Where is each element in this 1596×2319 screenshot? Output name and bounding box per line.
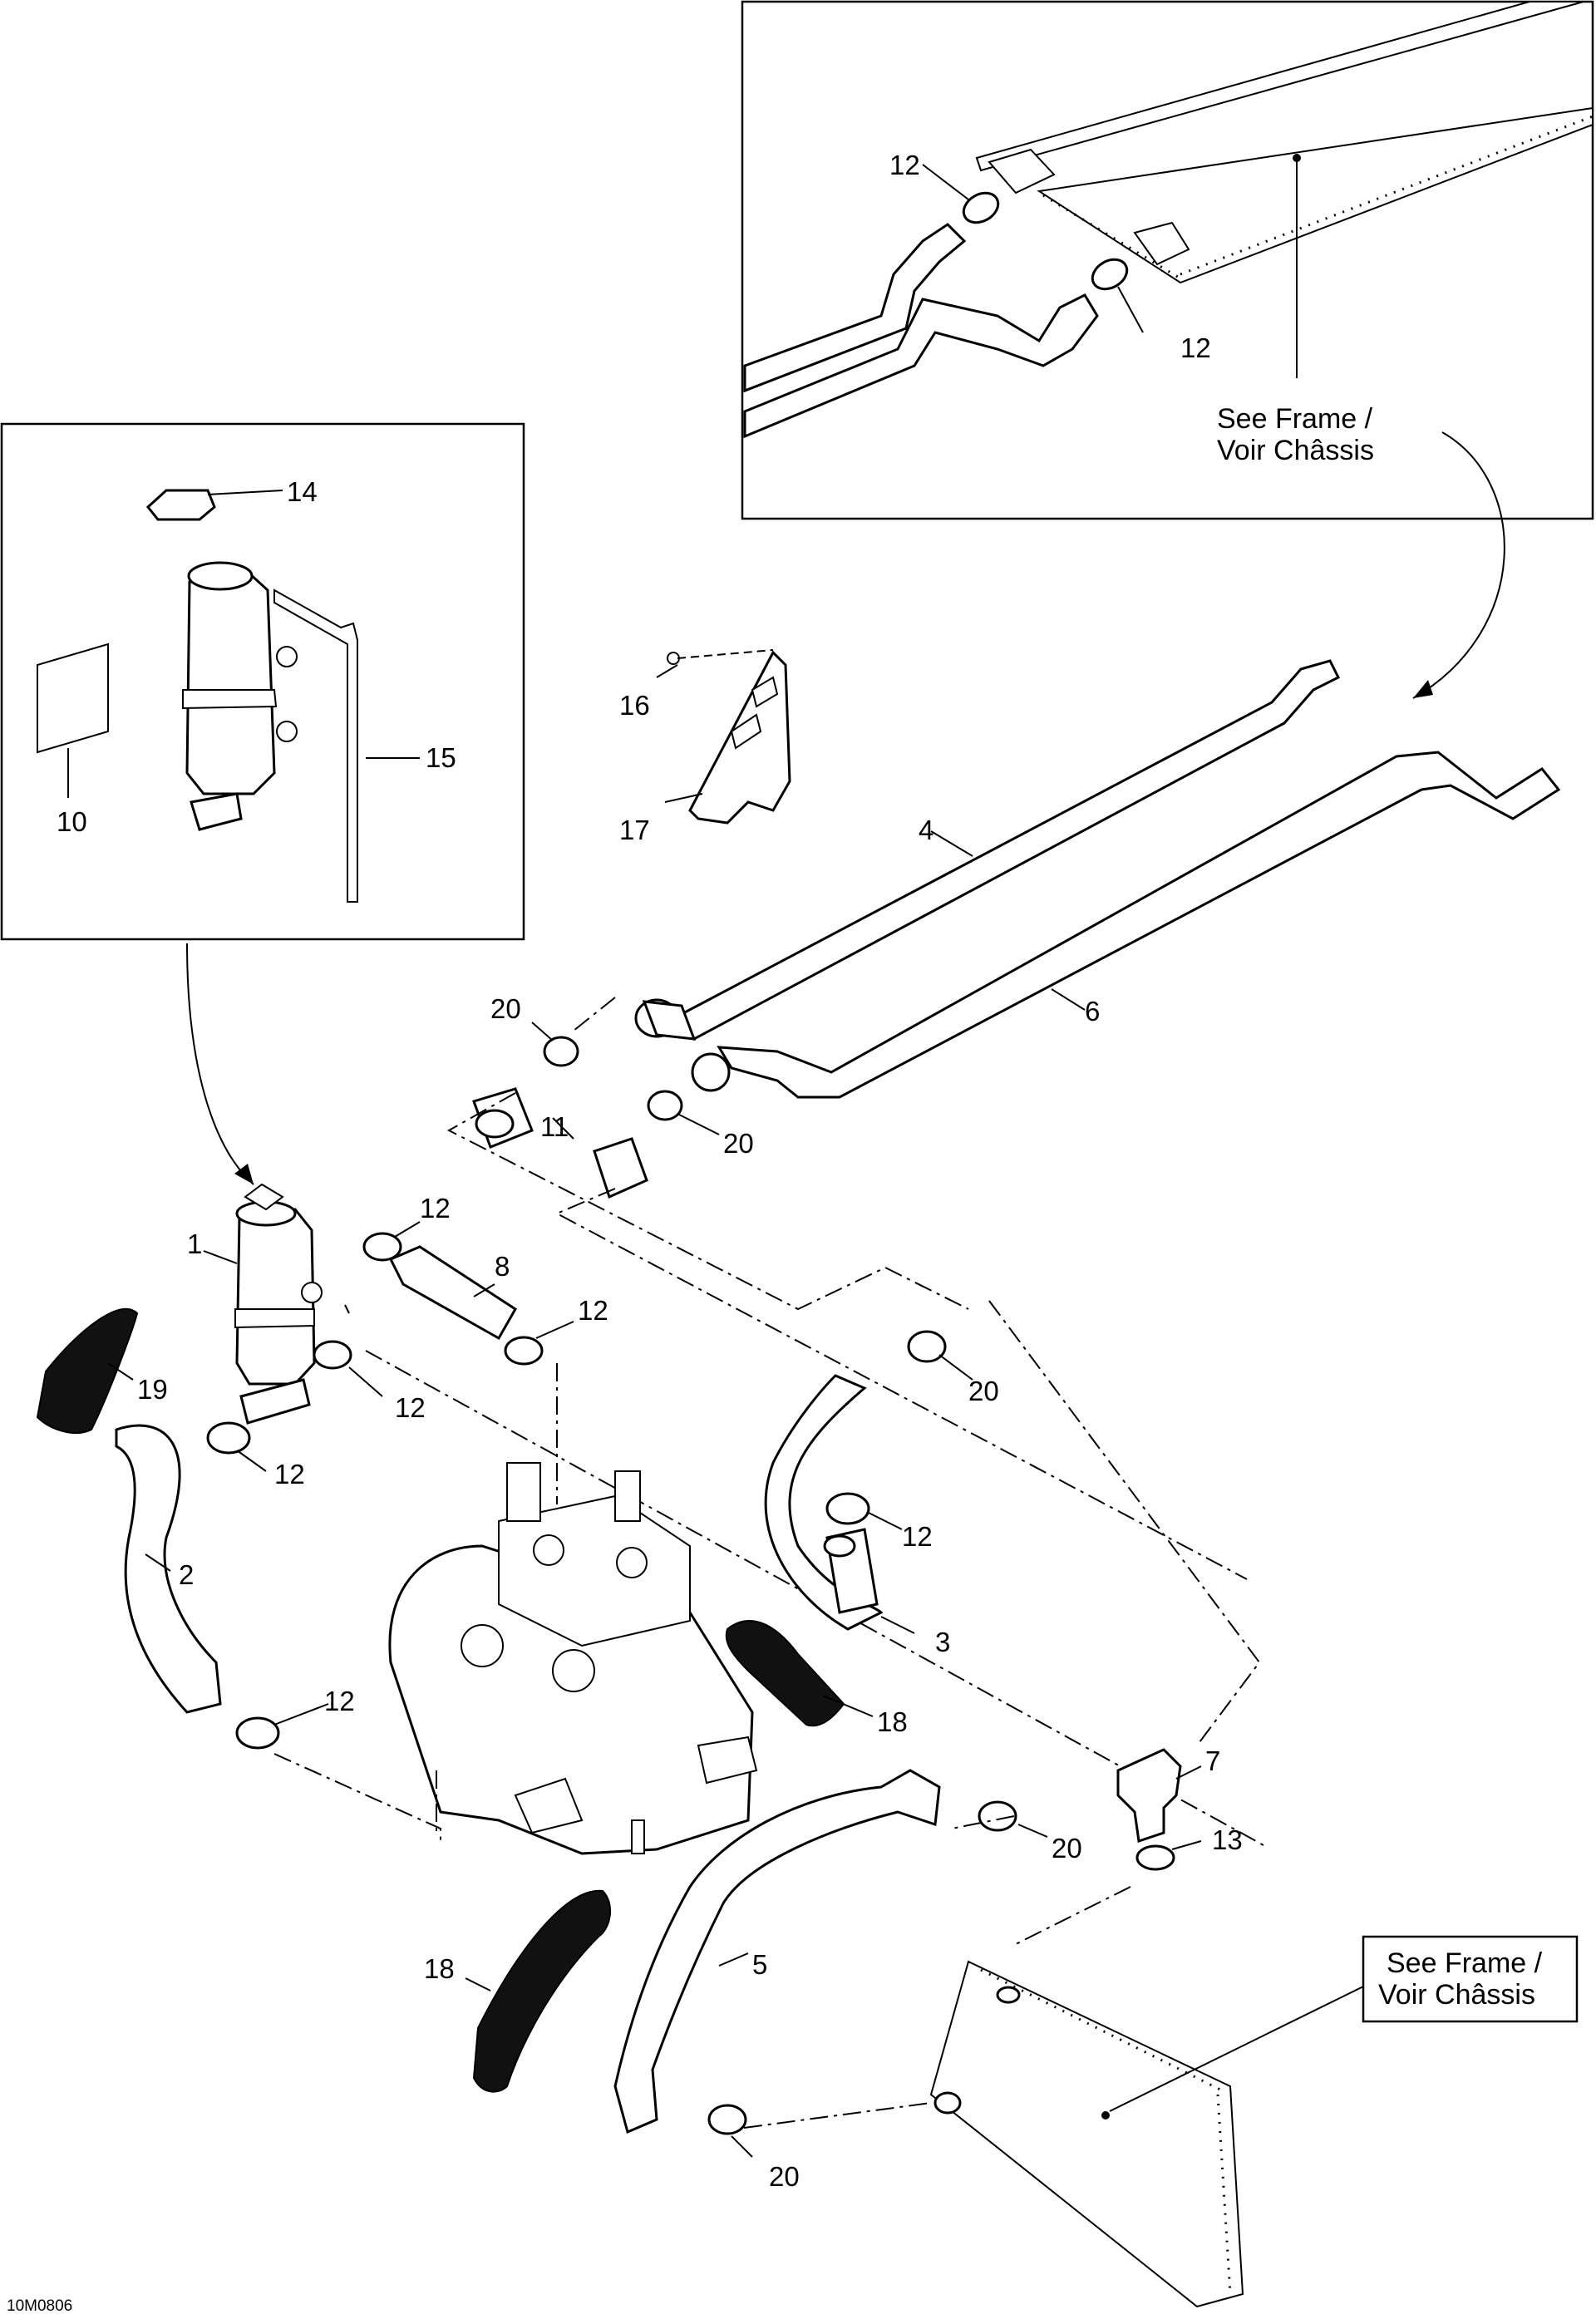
connector-fittings: 20 11 20 [446, 993, 1248, 1580]
callout-18: 18 [877, 1706, 908, 1737]
long-hoses: 4 6 [634, 659, 1561, 1099]
callout-20: 20 [769, 2161, 800, 2192]
callout-10: 10 [57, 806, 87, 837]
callout-12: 12 [1180, 332, 1211, 363]
fitting-7: 7 13 [1013, 1745, 1243, 1946]
callout-15: 15 [426, 742, 456, 773]
see-frame-label-bottom: Voir Châssis [1378, 1979, 1535, 2011]
callout-12: 12 [274, 1459, 305, 1489]
callout-11: 11 [540, 1111, 569, 1142]
callout-12: 12 [395, 1392, 426, 1423]
callout-20: 20 [968, 1376, 999, 1406]
inset-coolant-tank: 14 15 10 [0, 422, 525, 941]
inset-frame-connection: 12 12 See Frame / Voir Châssis [741, 0, 1594, 520]
hose-2: 12 2 12 [115, 1421, 441, 1845]
callout-1: 1 [187, 1228, 202, 1259]
callout-14: 14 [287, 476, 318, 507]
inset-arrow [1412, 431, 1505, 699]
callout-20: 20 [1052, 1833, 1082, 1864]
sleeve-19: 19 [36, 1307, 168, 1434]
callout-20: 20 [490, 993, 521, 1024]
bracket-assembly: 16 17 [619, 649, 791, 845]
callout-8: 8 [495, 1251, 510, 1282]
hose-5: 20 5 20 [613, 1769, 1082, 2192]
callout-5: 5 [752, 1949, 767, 1980]
sleeve-18-upper: 18 [725, 1620, 908, 1737]
callout-12: 12 [324, 1686, 355, 1716]
see-frame-label-bottom: See Frame / [1387, 1947, 1543, 1979]
callout-16: 16 [619, 690, 650, 721]
callout-3: 3 [935, 1627, 950, 1657]
callout-13: 13 [1212, 1824, 1243, 1855]
callout-7: 7 [1205, 1745, 1220, 1776]
callout-12: 12 [902, 1521, 933, 1552]
sleeve-18-lower: 18 [424, 1889, 612, 2093]
callout-18: 18 [424, 1953, 455, 1984]
callout-19: 19 [137, 1374, 168, 1405]
callout-4: 4 [919, 815, 933, 845]
callout-6: 6 [1085, 996, 1100, 1027]
callout-12: 12 [889, 150, 920, 180]
see-frame-label-top: See Frame / [1217, 403, 1373, 435]
engine [388, 1462, 758, 1855]
callout-2: 2 [179, 1559, 194, 1590]
callout-20: 20 [723, 1128, 754, 1159]
connection-line [988, 1300, 1261, 1746]
callout-17: 17 [619, 815, 650, 845]
diagram-code: 10M0806 [7, 2297, 72, 2315]
tank-inset-arrow [186, 943, 254, 1185]
callout-12: 12 [578, 1295, 608, 1326]
hose-3: 20 12 3 [764, 1330, 999, 1657]
lower-frame-radiator: See Frame / Voir Châssis [743, 1935, 1579, 2308]
coolant-tank: 1 [187, 1183, 323, 1425]
see-frame-label-top: Voir Châssis [1217, 435, 1374, 466]
callout-12: 12 [420, 1193, 451, 1224]
